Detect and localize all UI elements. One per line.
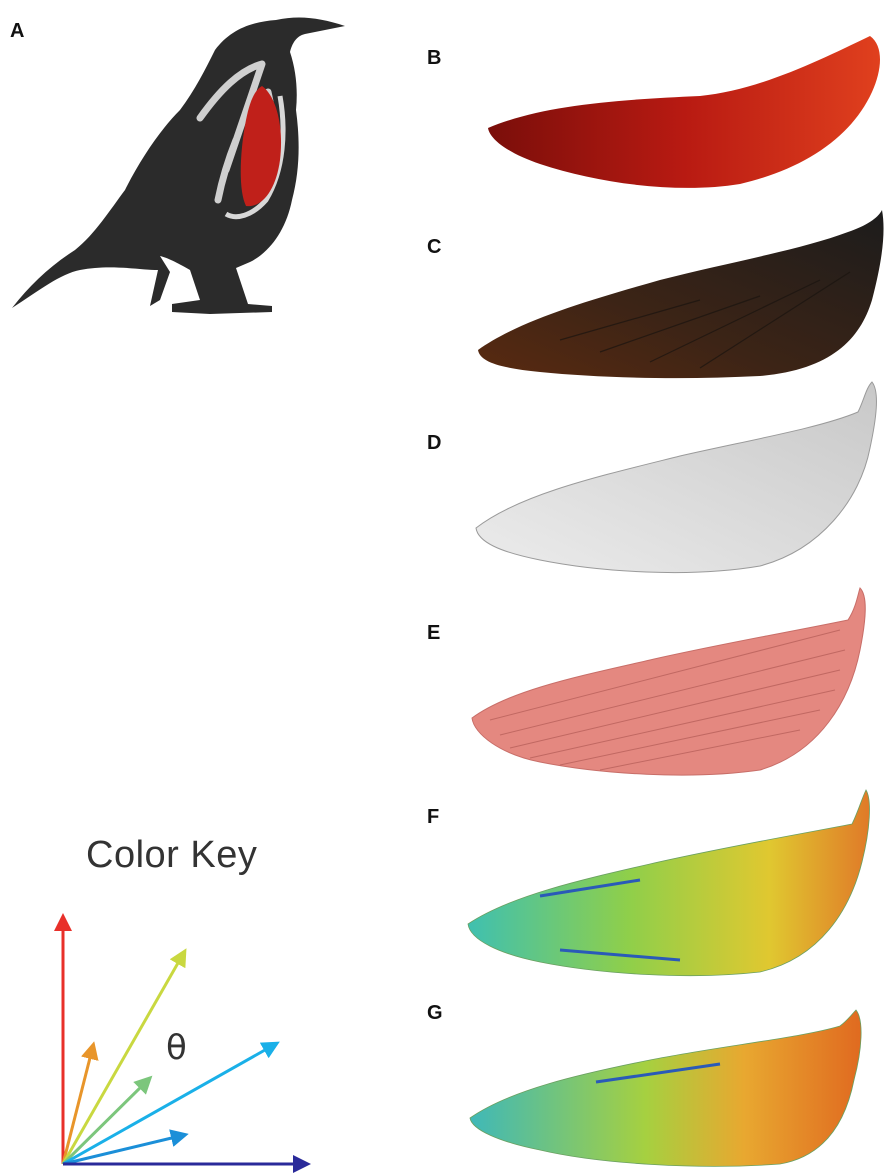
bird-silhouette <box>12 18 345 314</box>
arrow-blue <box>63 1136 180 1164</box>
muscle-photo-red <box>488 36 880 188</box>
arrow-cyan <box>63 1046 272 1164</box>
fiber-tracts-colored-g <box>470 1010 861 1166</box>
fiber-tracts-colored-f <box>468 790 869 976</box>
arrow-yellow-green <box>63 956 182 1164</box>
fiber-tracts-pink <box>472 588 865 775</box>
muscle-scan-gray <box>476 382 876 573</box>
bird-illustration <box>12 18 345 314</box>
color-key-arrows <box>63 922 302 1164</box>
arrow-orange <box>63 1050 92 1164</box>
muscle-photo-dark <box>478 210 884 378</box>
